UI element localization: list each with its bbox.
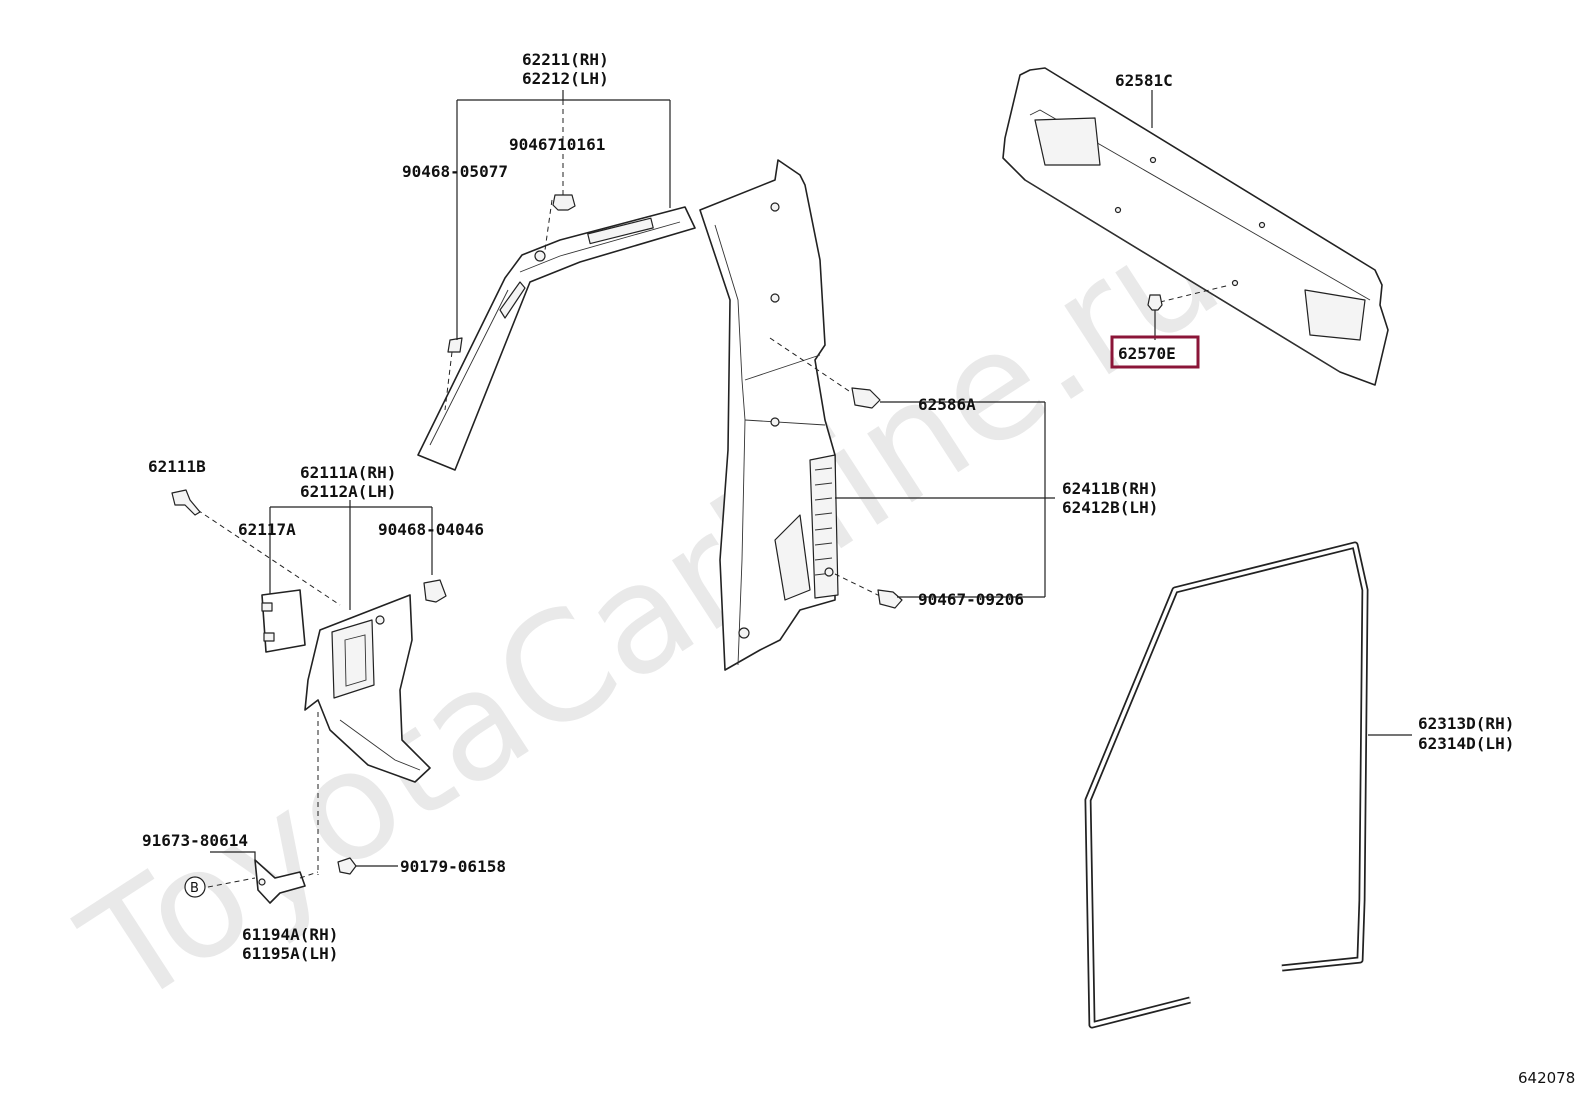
label-90468-04046: 90468-04046 [378, 520, 484, 539]
nut-icon [337, 857, 357, 875]
back-panel[interactable] [1002, 67, 1389, 386]
quarter-trim-panel[interactable] [699, 159, 839, 671]
bolt-icon [171, 489, 201, 516]
label-61195a-lh: 61195A(LH) [242, 944, 338, 963]
label-62313d-rh: 62313D(RH) [1418, 714, 1514, 733]
label-62111b: 62111B [148, 457, 206, 476]
bracket-61194a[interactable] [254, 859, 306, 904]
cover-62117a[interactable] [261, 589, 306, 653]
label-9046710161: 9046710161 [509, 135, 605, 154]
diagram-code: 642078 [1518, 1069, 1575, 1087]
label-62211-rh: 62211(RH) [522, 50, 609, 69]
lower-garnish[interactable] [304, 594, 431, 783]
label-62117a: 62117A [238, 520, 296, 539]
label-91673-80614: 91673-80614 [142, 831, 248, 850]
label-62581c: 62581C [1115, 71, 1173, 90]
label-62586a: 62586A [918, 395, 976, 414]
label-61194a-rh: 61194A(RH) [242, 925, 338, 944]
label-62111a-rh: 62111A(RH) [300, 463, 396, 482]
label-62314d-lh: 62314D(LH) [1418, 734, 1514, 753]
label-90468-05077: 90468-05077 [402, 162, 508, 181]
clip-icon [877, 589, 903, 609]
watermark: ToyotaCarMine.ru [54, 181, 1249, 1041]
label-62212-lh: 62212(LH) [522, 69, 609, 88]
label-62112a-lh: 62112A(LH) [300, 482, 396, 501]
label-62570e[interactable]: 62570E [1118, 344, 1176, 363]
clip-icon [1147, 294, 1163, 311]
clip-icon [851, 387, 881, 409]
callout-b-label: B [190, 881, 199, 896]
pillar-garnish-upper[interactable] [417, 206, 696, 471]
label-90467-09206: 90467-09206 [918, 590, 1024, 609]
callout-b-circle [184, 876, 206, 898]
label-62411b-rh: 62411B(RH) [1062, 479, 1158, 498]
door-weatherstrip[interactable] [1084, 541, 1369, 1029]
clip-icon [552, 194, 576, 211]
label-90179-06158: 90179-06158 [400, 857, 506, 876]
clip-icon [423, 579, 447, 603]
label-62412b-lh: 62412B(LH) [1062, 498, 1158, 517]
highlight-box-62570e [1110, 335, 1200, 369]
